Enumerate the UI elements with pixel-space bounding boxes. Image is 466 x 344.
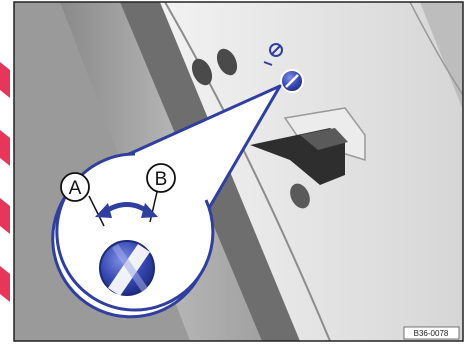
- reference-code: B36-0078: [414, 329, 449, 338]
- door-scene: A B B3: [14, 2, 463, 341]
- label-a: A: [69, 178, 82, 199]
- reference-code-box: B36-0078: [404, 327, 459, 339]
- label-b: B: [155, 169, 168, 190]
- lock-screw: [281, 70, 303, 92]
- side-stripes: [0, 62, 10, 302]
- childproof-lock-screw-icon: [100, 241, 154, 296]
